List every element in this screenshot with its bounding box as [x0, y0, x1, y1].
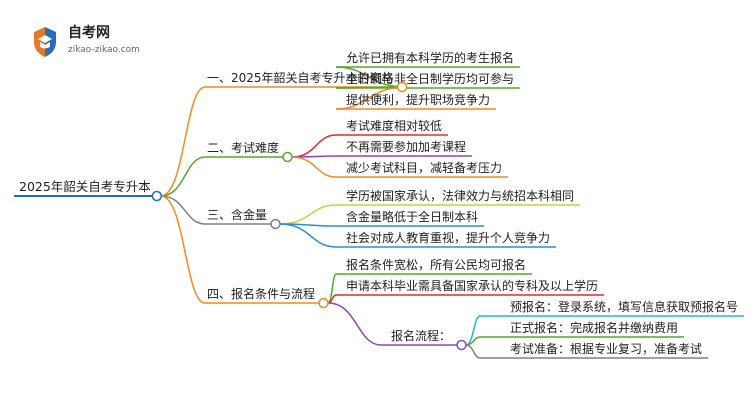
branch-3-collapse-knob[interactable] [270, 218, 281, 230]
branch-4-item-2: 申请本科毕业需具备国家承认的专科及以上学历 [346, 278, 598, 293]
branch-3-item-1: 学历被国家承认，法律效力与统招本科相同 [346, 188, 574, 203]
branch-2-topic: 二、考试难度 [207, 140, 279, 155]
branch-2-collapse-knob[interactable] [282, 151, 293, 163]
branch-3-item-3: 社会对成人教育重视，提升个人竞争力 [346, 230, 550, 245]
root-collapse-knob[interactable] [151, 190, 163, 202]
branch-1-item-3: 提供便利，提升职场竞争力 [346, 92, 490, 107]
logo-url: zikao-zikao.com [68, 45, 140, 55]
process-collapse-knob[interactable] [456, 339, 467, 351]
process-step-2: 正式报名：完成报名并缴纳费用 [510, 320, 678, 335]
branch-3-child-1-line [280, 204, 337, 225]
root-topic: 2025年韶关自考专升本 [19, 179, 151, 194]
root-to-branch-1-line [160, 86, 206, 197]
branch-1-item-2: 全日制与非全日制学历均可参与 [346, 71, 514, 86]
shield-logo-icon [34, 27, 56, 57]
process-step-1: 预报名：登录系统，填写信息获取预报名号 [510, 299, 738, 314]
root-to-branch-4-line [160, 195, 206, 304]
logo-title: 自考网 [68, 24, 110, 41]
site-logo[interactable]: 自考网 zikao-zikao.com [34, 24, 140, 57]
branch-1-topic: 一、2025年韶关自考专升本的资格 [207, 70, 394, 85]
process-step-3-line [465, 344, 481, 359]
branch-4-collapse-knob[interactable] [318, 297, 329, 309]
branch-2-item-2: 不再需要参加加考课程 [346, 139, 466, 154]
root-to-branch-3-line [160, 195, 206, 225]
branch-3-item-2: 含金量略低于全日制本科 [346, 209, 478, 224]
branch-3-topic: 三、含金量 [207, 207, 267, 222]
branch-1-collapse-knob[interactable] [396, 81, 408, 93]
branch-4-child-3-line [327, 302, 382, 346]
mindmap-nodes: 2025年韶关自考专升本 一、2025年韶关自考专升本的资格 允许已拥有本科学历的考… [19, 50, 738, 356]
branch-2-child-1-line [292, 134, 337, 158]
root-to-branch-2-line [160, 156, 206, 197]
process-step-3: 考试准备：根据专业复习，准备考试 [510, 341, 702, 356]
branch-4-topic: 四、报名条件与流程 [207, 286, 315, 301]
branch-1-item-1: 允许已拥有本科学历的考生报名 [346, 50, 514, 65]
branch-4-item-1: 报名条件宽松，所有公民均可报名 [346, 257, 526, 272]
branch-2-item-1: 考试难度相对较低 [346, 118, 442, 133]
branch-3-child-3-line [280, 223, 337, 248]
branch-2-item-3: 减少考试科目，减轻备考压力 [346, 160, 502, 175]
branch-4-item-3: 报名流程： [391, 328, 451, 343]
branch-2-child-3-line [292, 156, 337, 178]
